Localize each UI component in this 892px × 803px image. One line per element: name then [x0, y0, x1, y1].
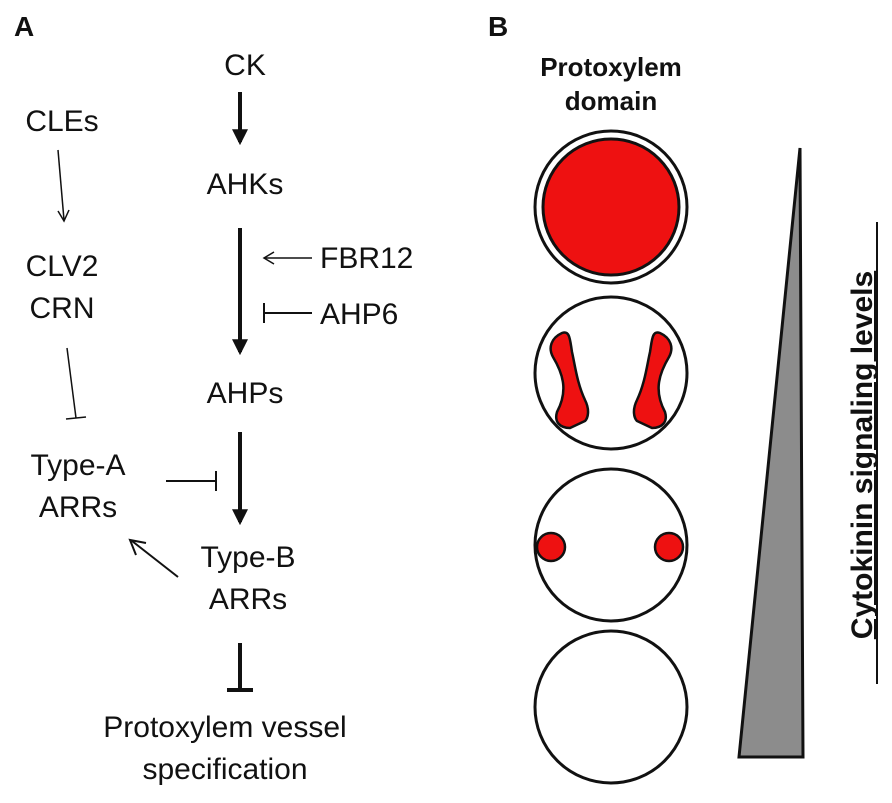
- outcome-label-line2: specification: [142, 753, 307, 786]
- type-b-inhibits-protoxylem-bar: [227, 643, 253, 692]
- panel-label-a: A: [14, 11, 34, 42]
- type-a-label-line2: ARRs: [39, 491, 117, 524]
- protoxylem-circle-dots: [533, 467, 689, 623]
- protoxylem-domain-header-line1: Protoxylem: [540, 52, 682, 82]
- ahps-label: AHPs: [207, 377, 284, 410]
- fbr12-activation-arrow: [262, 251, 312, 265]
- type-b-label-line2: ARRs: [209, 583, 287, 616]
- ahp6-inhibition-bar: [263, 303, 312, 323]
- protoxylem-circle-arcs: [533, 295, 689, 451]
- ck-label: CK: [224, 49, 266, 82]
- ahp6-label: AHP6: [320, 298, 398, 331]
- type-a-inhibition-bar: [166, 471, 217, 491]
- type-b-to-type-a-arrow: [128, 538, 179, 578]
- cles-to-clv2-arrow: [57, 149, 70, 223]
- panel-label-b: B: [488, 11, 508, 42]
- clv2-crn-inhibits-type-a-bar: [65, 347, 87, 420]
- cles-label: CLEs: [25, 105, 98, 138]
- cytokinin-gradient-wedge: [737, 147, 805, 759]
- protoxylem-circle-empty: [533, 629, 689, 785]
- crn-label: CRN: [30, 292, 95, 325]
- type-b-label-line1: Type-B: [200, 541, 295, 574]
- ahks-label: AHKs: [207, 168, 284, 201]
- outcome-label-line1: Protoxylem vessel: [103, 711, 346, 744]
- protoxylem-circle-full: [533, 129, 689, 285]
- type-a-label-line1: Type-A: [30, 449, 125, 482]
- cytokinin-axis-label: Cytokinin signaling levels: [846, 271, 879, 639]
- protoxylem-domain-header-line2: domain: [565, 86, 657, 116]
- clv2-label: CLV2: [26, 250, 99, 283]
- fbr12-label: FBR12: [320, 242, 413, 275]
